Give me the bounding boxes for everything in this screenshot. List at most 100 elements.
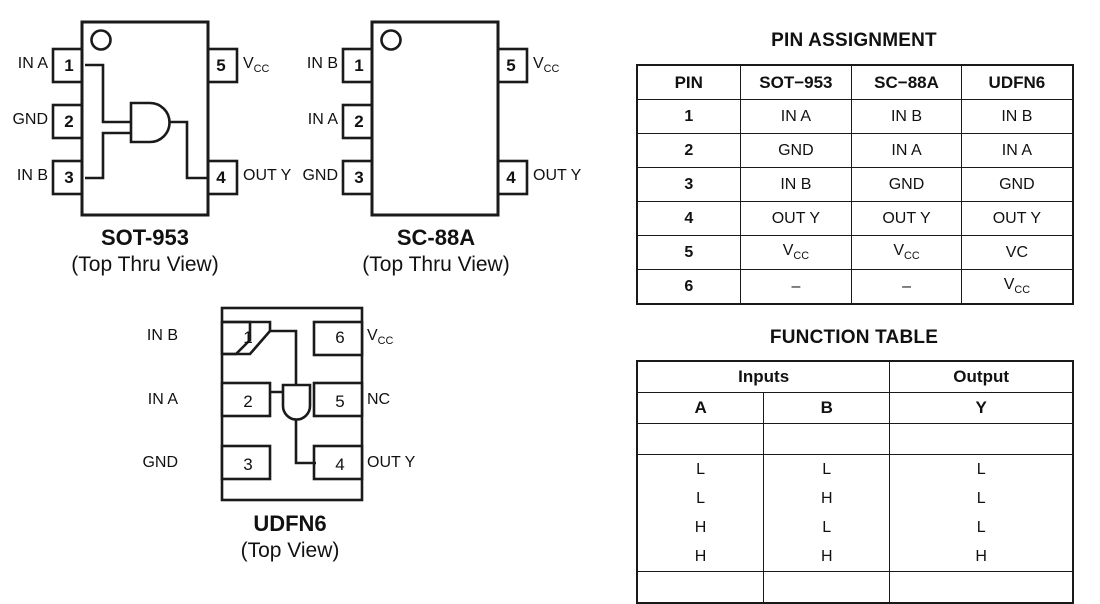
pad1-top-edge — [222, 320, 272, 331]
table-row: H L L — [636, 513, 1074, 542]
cell-pin: 4 — [636, 201, 741, 236]
col-header-udfn6: UDFN6 — [960, 64, 1074, 100]
cell-input-a: H — [636, 542, 765, 572]
pin-pad-3 — [51, 159, 87, 196]
cell-sot953: IN B — [739, 167, 853, 202]
cell-input-a: H — [636, 513, 765, 542]
udfn6-pin5-number: 5 — [335, 392, 345, 411]
cell-sc88a: IN B — [851, 99, 962, 134]
pin-pad-3 — [220, 444, 272, 481]
sot953-title: SOT-953 — [100, 225, 190, 250]
pin-pad-1 — [341, 47, 377, 84]
col-header-pin: PIN — [636, 64, 741, 100]
table-row: H H H — [636, 542, 1074, 572]
udfn6-title: UDFN6 — [253, 511, 327, 536]
table-row: 6 – – VCC — [636, 269, 1074, 305]
spacer-cell — [763, 423, 891, 455]
cell-input-b: L — [763, 454, 891, 484]
pin-pad-2 — [51, 103, 87, 140]
pin-pad-4 — [493, 159, 529, 196]
cell-pin: 3 — [636, 167, 741, 202]
udfn6-pin3-label: GND — [142, 454, 178, 471]
spacer-cell — [636, 423, 765, 455]
cell-sc88a: OUT Y — [851, 201, 962, 236]
sc88a-title: SC-88A — [396, 225, 476, 250]
cell-sot953: VCC — [739, 235, 853, 270]
udfn6-pin6-number: 6 — [335, 328, 345, 347]
col-header-a: A — [636, 392, 765, 424]
sot953-pin2-number: 2 — [64, 112, 74, 131]
table-row: 3 IN B GND GND — [636, 167, 1074, 202]
and-gate-symbol — [281, 383, 312, 421]
pin-pad-2 — [341, 103, 377, 140]
spacer-cell — [636, 571, 765, 604]
wire-pin1-to-gate — [270, 329, 298, 385]
sc88a-pin3-label: GND — [302, 167, 338, 184]
pin-pad-1 — [51, 47, 87, 84]
sot953-pin4-number: 4 — [216, 168, 226, 187]
pin-one-marker-icon — [380, 29, 402, 51]
table-row: 5 VCC VCC VC — [636, 235, 1074, 270]
sc88a-pin2-label: IN A — [307, 111, 338, 128]
pin-pad-5 — [312, 381, 364, 418]
table-header-row: PIN SOT−953 SC−88A UDFN6 — [636, 64, 1074, 100]
cell-sc88a: IN A — [851, 133, 962, 168]
pin-pad-6 — [312, 320, 364, 357]
pin-assignment-table: PIN SOT−953 SC−88A UDFN6 1 IN A IN B IN … — [636, 64, 1074, 305]
cell-pin: 5 — [636, 235, 741, 270]
cell-udfn6: GND — [960, 167, 1074, 202]
sot953-pin4-label: OUT Y — [243, 167, 292, 184]
udfn6-pin2-label: IN A — [147, 391, 178, 408]
sot953-pin2-label: GND — [12, 111, 48, 128]
udfn6-pin4-number: 4 — [335, 455, 345, 474]
cell-input-a: L — [636, 454, 765, 484]
sc88a-pin3-number: 3 — [354, 168, 364, 187]
cell-sot953: – — [739, 269, 853, 305]
pin-pad-4 — [312, 444, 364, 481]
cell-sot953: OUT Y — [739, 201, 853, 236]
spacer-cell — [889, 571, 1074, 604]
cell-sot953: IN A — [739, 99, 853, 134]
col-header-b: B — [763, 392, 891, 424]
cell-sot953: GND — [739, 133, 853, 168]
table-row: 2 GND IN A IN A — [636, 133, 1074, 168]
cell-udfn6: IN A — [960, 133, 1074, 168]
col-header-sc88a: SC−88A — [851, 64, 962, 100]
sc88a-pin1-number: 1 — [354, 56, 364, 75]
wire-pin3-to-gate — [85, 131, 130, 180]
cell-input-b: H — [763, 542, 891, 572]
sot953-subtitle: (Top Thru View) — [71, 253, 219, 276]
udfn6-pin2-number: 2 — [243, 392, 253, 411]
cell-output-y: L — [889, 484, 1074, 513]
udfn6-pin3-number: 3 — [243, 455, 253, 474]
table-group-header-row: Inputs Output — [636, 360, 1074, 393]
cell-udfn6: VC — [960, 235, 1074, 270]
sc88a-pin5-number: 5 — [506, 56, 516, 75]
table-spacer-row — [636, 571, 1074, 604]
package-body — [370, 20, 500, 217]
cell-pin: 6 — [636, 269, 741, 305]
spacer-cell — [889, 423, 1074, 455]
col-header-sot953: SOT−953 — [739, 64, 853, 100]
udfn6-pin1-number: 1 — [243, 328, 253, 347]
sc88a-pin4-label: OUT Y — [533, 167, 582, 184]
wire-gate-to-pin4 — [294, 420, 316, 465]
udfn6-pin4-label: OUT Y — [367, 454, 416, 471]
cell-output-y: L — [889, 513, 1074, 542]
pin-assignment-title: PIN ASSIGNMENT — [771, 30, 937, 51]
sc88a-pin1-label: IN B — [306, 55, 338, 72]
cell-output-y: H — [889, 542, 1074, 572]
sot953-pin3-label: IN B — [16, 167, 48, 184]
cell-input-a: L — [636, 484, 765, 513]
and-gate-symbol — [129, 101, 171, 144]
sc-88a-package-drawing — [341, 20, 529, 217]
group-header-output: Output — [889, 360, 1074, 393]
sc88a-pin4-number: 4 — [506, 168, 516, 187]
cell-pin: 2 — [636, 133, 741, 168]
cell-udfn6: VCC — [960, 269, 1074, 305]
sc88a-subtitle: (Top Thru View) — [362, 253, 510, 276]
group-header-inputs: Inputs — [636, 360, 891, 393]
cell-udfn6: IN B — [960, 99, 1074, 134]
sc88a-pin5-label: VCC — [533, 55, 560, 76]
sot953-pin5-label: VCC — [243, 55, 270, 76]
